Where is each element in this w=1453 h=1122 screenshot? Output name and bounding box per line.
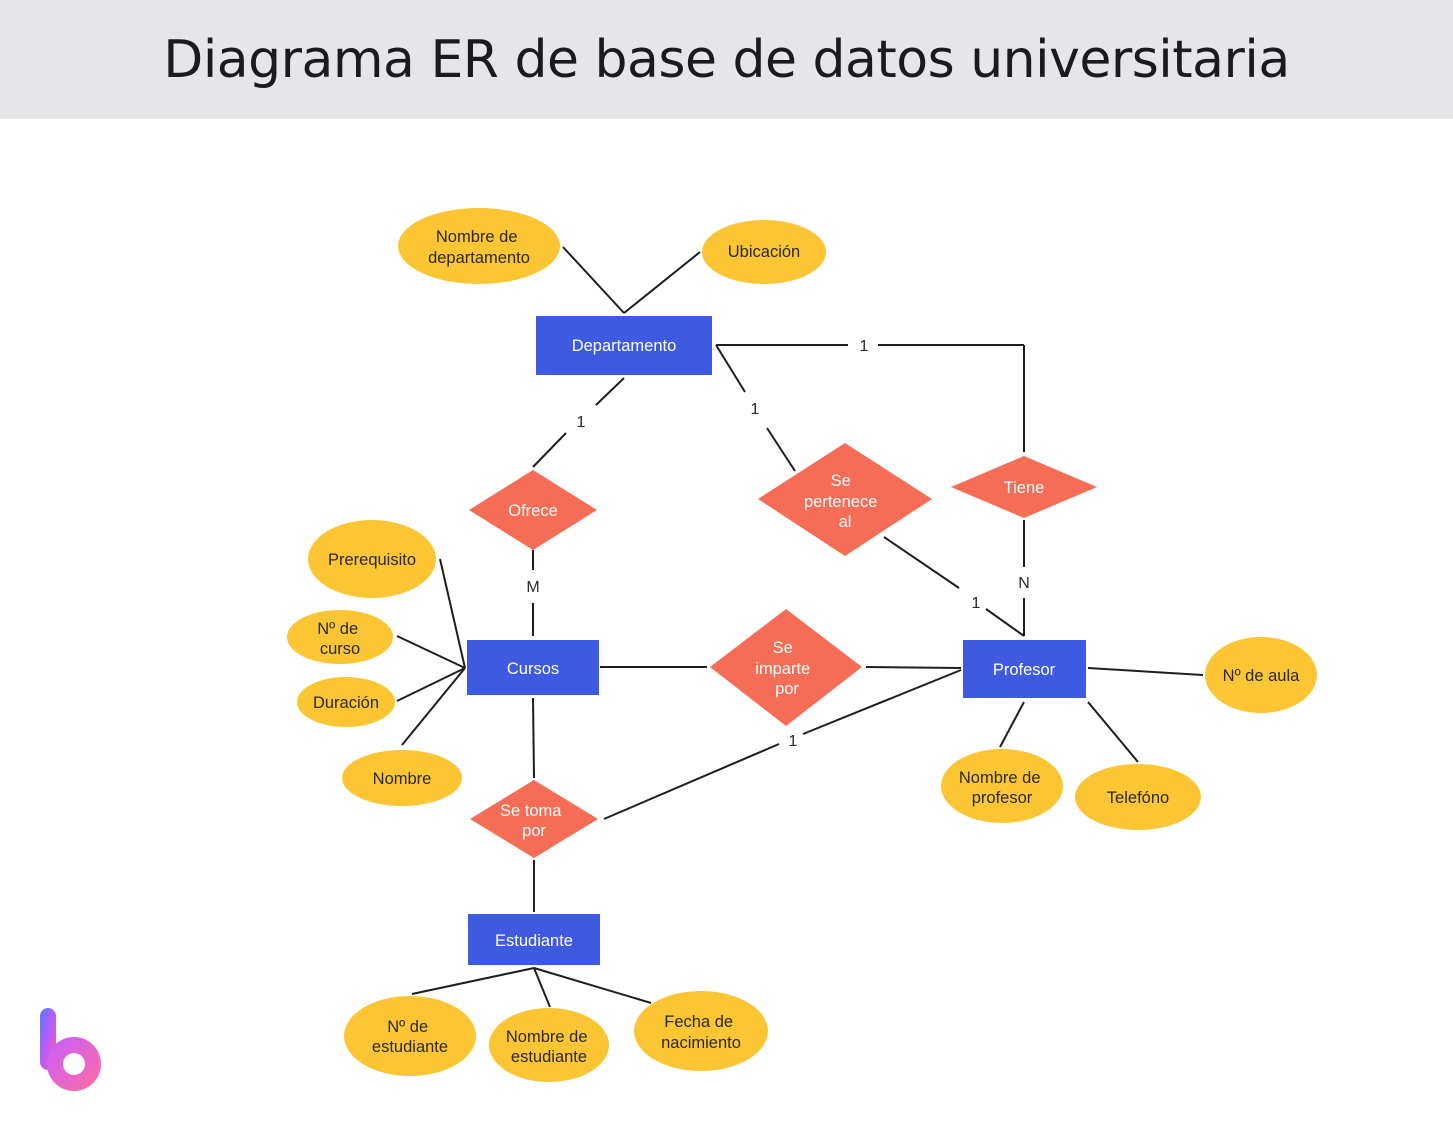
attr-line: Telefóno: [1107, 789, 1169, 807]
attribute-num-aula: Nº de aula: [1205, 637, 1317, 713]
attribute-nombre: Nombre: [342, 750, 462, 806]
attr-line: profesor: [972, 789, 1033, 807]
relationship-se-pertenece-al: Se pertenece al: [758, 443, 932, 556]
svg-text:Se imparte por: Se imparte por: [755, 639, 815, 698]
entity-profesor: Profesor: [963, 640, 1086, 698]
attribute-fecha-nacimiento: Fecha de nacimiento: [634, 991, 768, 1071]
attr-line: Nombre: [373, 770, 432, 788]
attribute-duracion: Duración: [297, 677, 395, 727]
cardinality-pertenece-profesor: 1: [972, 595, 981, 612]
attribute-nombre-departamento: Nombre de departamento: [398, 208, 560, 284]
attr-line: Nombre de: [436, 228, 518, 246]
svg-text:Ofrece: Ofrece: [508, 502, 558, 520]
svg-text:Nombre de profesor: Nombre de profesor: [959, 769, 1045, 807]
entity-cursos: Cursos: [467, 640, 599, 695]
attr-line: departamento: [428, 249, 530, 267]
connector-lines: [396, 246, 1204, 1008]
attr-line: Duración: [313, 694, 379, 712]
attribute-telefono: Telefóno: [1075, 764, 1201, 830]
svg-text:Se toma por: Se toma por: [500, 802, 566, 840]
svg-text:Nombre de departamento: Nombre de departamento: [428, 228, 530, 267]
svg-text:Departamento: Departamento: [572, 337, 677, 355]
svg-text:Nombre de estudiante: Nombre de estudiante: [506, 1028, 592, 1066]
relationship-se-toma-por: Se toma por: [470, 780, 598, 858]
svg-text:Estudiante: Estudiante: [495, 932, 573, 950]
attr-line: Prerequisito: [328, 551, 416, 569]
svg-text:Nº de estudiante: Nº de estudiante: [372, 1018, 448, 1056]
svg-text:Profesor: Profesor: [993, 661, 1056, 679]
cardinality-tiene-profesor: N: [1018, 575, 1030, 592]
attr-line: Nombre de: [506, 1028, 588, 1046]
attr-line: nacimiento: [661, 1034, 741, 1052]
attribute-num-estudiante: Nº de estudiante: [344, 996, 476, 1076]
entity-departamento: Departamento: [536, 316, 712, 375]
cardinality-imparte-profesor: 1: [789, 733, 798, 750]
cardinality-depto-pertenece: 1: [751, 401, 760, 418]
attribute-nombre-profesor: Nombre de profesor: [941, 749, 1063, 823]
attribute-prerequisito: Prerequisito: [308, 520, 436, 598]
attribute-num-curso: Nº de curso: [287, 610, 393, 664]
svg-text:Fecha de nacimiento: Fecha de nacimiento: [661, 1013, 741, 1052]
attr-line: Nº de: [317, 620, 358, 638]
relationship-ofrece: Ofrece: [469, 470, 597, 550]
attr-line: curso: [320, 640, 360, 658]
svg-text:Nº de curso: Nº de curso: [317, 620, 362, 658]
svg-text:Se pertenece al: Se pertenece al: [804, 472, 882, 531]
attribute-ubicacion: Ubicación: [702, 220, 826, 284]
page-title: Diagrama ER de base de datos universitar…: [163, 29, 1290, 90]
attribute-nombre-estudiante: Nombre de estudiante: [489, 1008, 609, 1082]
svg-text:Tiene: Tiene: [1004, 479, 1045, 497]
svg-text:Cursos: Cursos: [507, 660, 559, 678]
attr-line: Nº de aula: [1223, 667, 1300, 685]
attr-line: Ubicación: [728, 243, 800, 261]
brand-logo-icon: [40, 1008, 101, 1091]
attr-line: estudiante: [511, 1048, 587, 1066]
cardinality-ofrece-cursos: M: [526, 579, 539, 596]
attr-line: Nombre de: [959, 769, 1041, 787]
relationship-tiene: Tiene: [951, 456, 1097, 518]
attr-line: Nº de: [387, 1018, 428, 1036]
relationship-se-imparte-por: Se imparte por: [710, 609, 862, 726]
title-bar: Diagrama ER de base de datos universitar…: [0, 0, 1453, 119]
cardinality-depto-ofrece: 1: [577, 414, 586, 431]
attr-line: estudiante: [372, 1038, 448, 1056]
cardinality-labels: 1 1 1 M N 1 1: [526, 338, 1029, 750]
cardinality-depto-tiene: 1: [860, 338, 869, 355]
attr-line: Fecha de: [664, 1013, 733, 1031]
entity-estudiante: Estudiante: [468, 914, 600, 965]
